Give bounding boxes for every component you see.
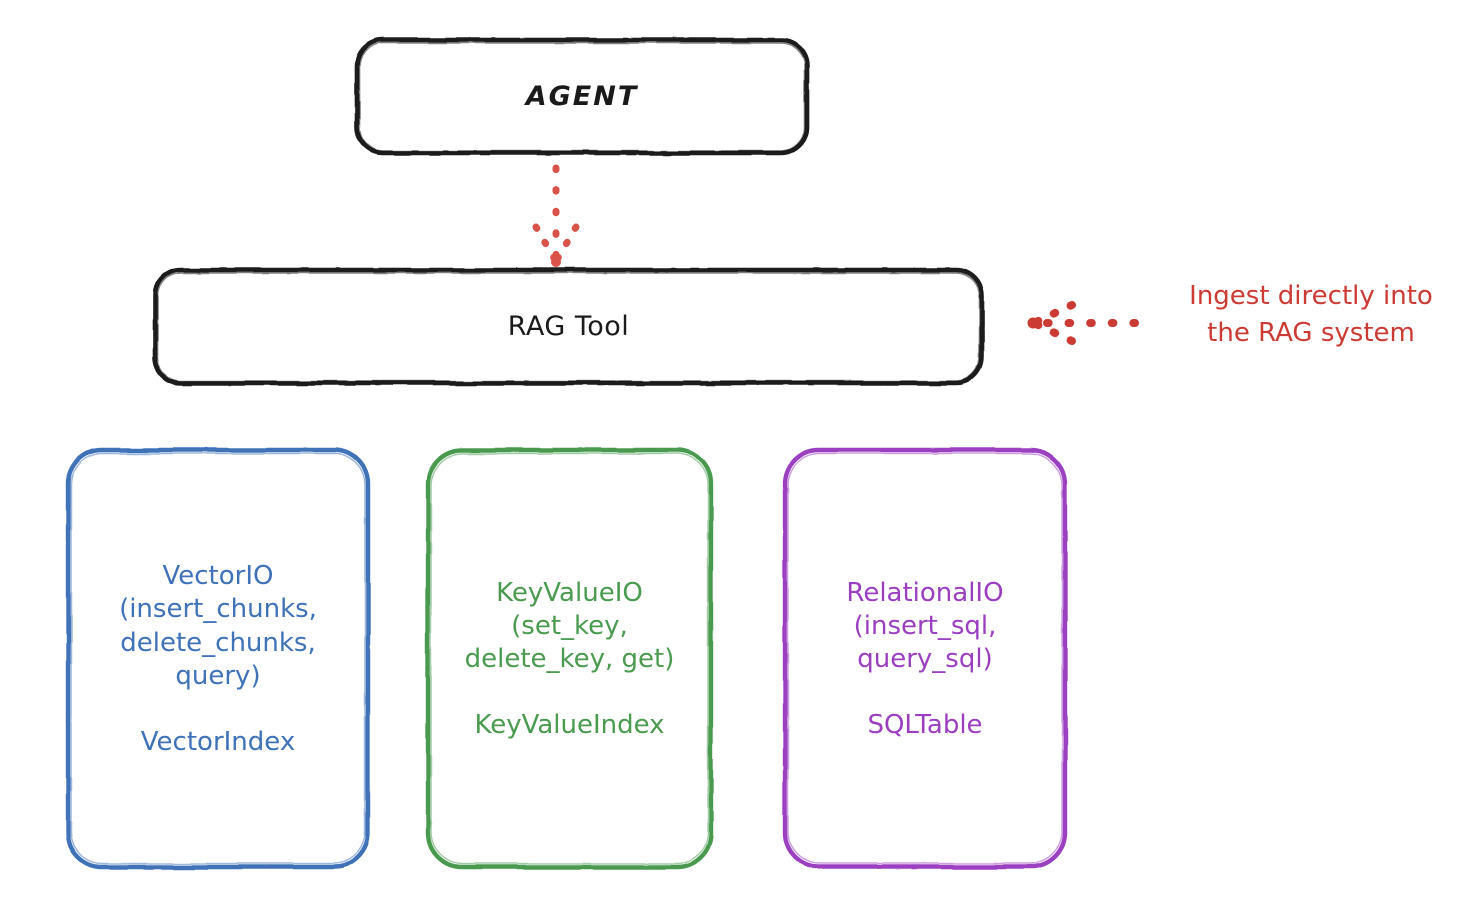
edge-ingest-to-rag-tool: [1027, 301, 1139, 345]
vector-io-node-outline: [65, 447, 371, 870]
edge-agent-to-rag-tool: [532, 164, 580, 267]
relational-io-node-outline: [782, 447, 1068, 870]
agent-node-outline: [354, 37, 810, 156]
ingest-annotation-text: Ingest directly into the RAG system: [1189, 281, 1433, 348]
rag-tool-node-outline: [152, 267, 985, 386]
key-value-io-node-outline: [425, 447, 714, 870]
